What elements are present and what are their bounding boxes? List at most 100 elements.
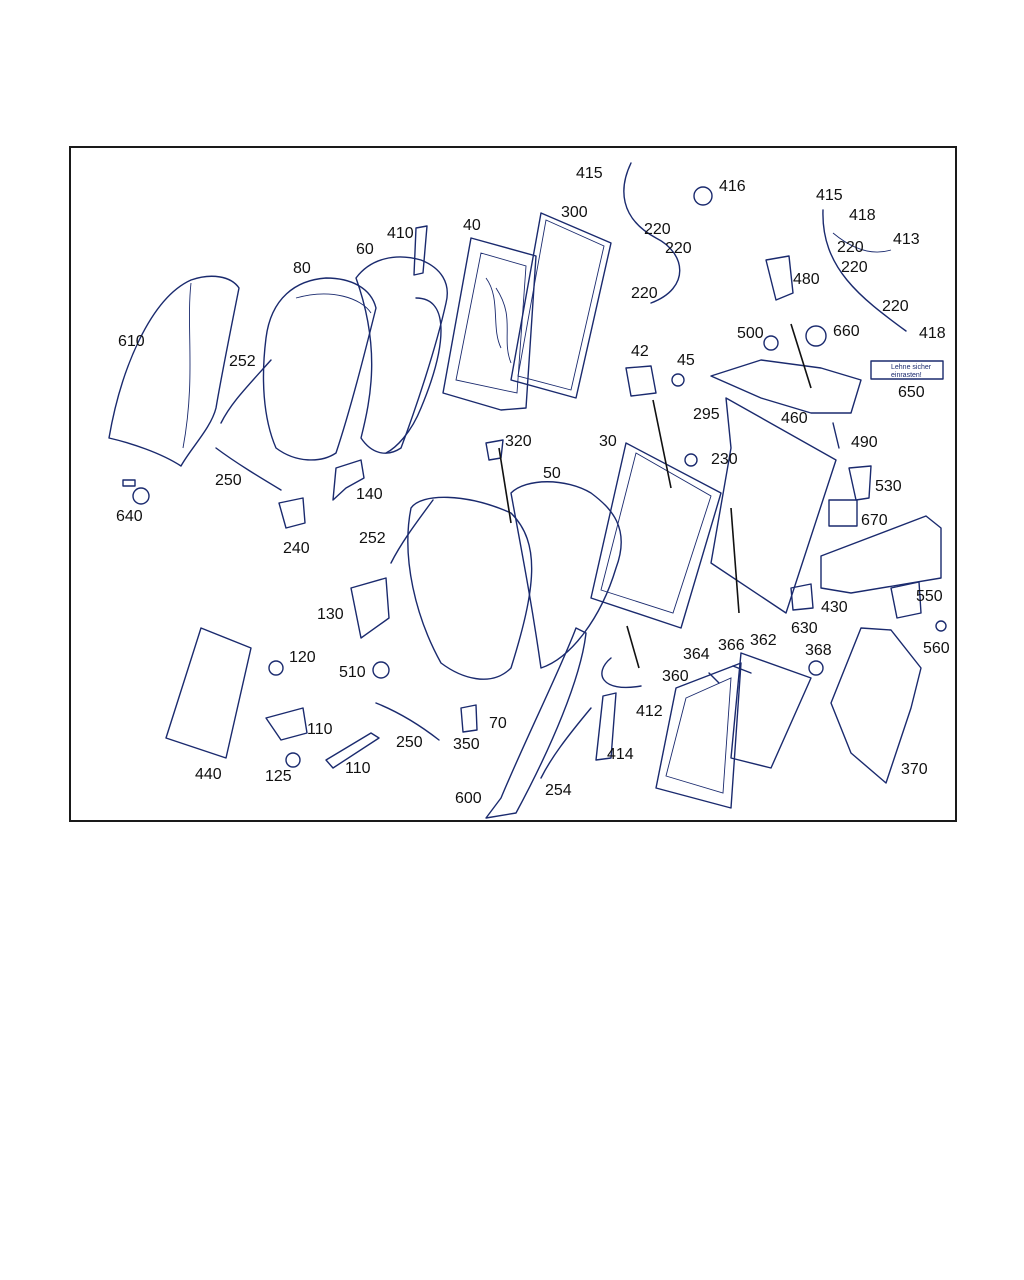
part-360-tray: [655, 662, 742, 809]
part-362-tray: [730, 652, 812, 769]
part-350-clip: [460, 704, 478, 733]
callout-440: 440: [195, 766, 222, 783]
callout-490: 490: [851, 434, 878, 451]
part-650-warning-label: [870, 360, 944, 380]
part-60-padding: [355, 256, 448, 454]
callout-414: 414: [607, 746, 634, 763]
callout-610: 610: [118, 333, 145, 350]
part-440-panel: [165, 627, 252, 759]
callout-415: 415: [576, 165, 603, 182]
part-510-nut: [372, 661, 390, 679]
part-366-insert: [732, 665, 752, 674]
callout-220: 220: [841, 259, 868, 276]
part-370-cover: [830, 627, 922, 784]
part-430-housing: [820, 515, 942, 594]
callout-220: 220: [837, 239, 864, 256]
callout-110: 110: [345, 760, 371, 777]
part-110-hinge-a: [265, 707, 308, 741]
callout-130: 130: [317, 606, 344, 623]
part-670-pad: [828, 499, 858, 527]
callout-660: 660: [833, 323, 860, 340]
callout-350: 350: [453, 736, 480, 753]
part-140-bracket: [332, 459, 365, 501]
part-240-clip: [278, 497, 306, 529]
part-630-clip: [790, 583, 814, 611]
callout-220: 220: [644, 221, 671, 238]
part-45-screw: [671, 373, 685, 387]
callout-42: 42: [631, 343, 649, 360]
callout-320: 320: [505, 433, 532, 450]
callout-500: 500: [737, 325, 764, 342]
part-50-seatback: [510, 481, 622, 669]
callout-480: 480: [793, 271, 820, 288]
part-252-wire-upper: [220, 359, 272, 424]
callout-670: 670: [861, 512, 888, 529]
part-110-hinge-b: [325, 732, 380, 769]
part-250-wire-upper: [215, 447, 282, 491]
callout-252: 252: [229, 353, 256, 370]
warning-label-line1: Lehne sicher: [891, 364, 932, 371]
callout-410: 410: [387, 225, 414, 242]
part-42-latch: [625, 365, 657, 397]
part-254-wire: [540, 707, 592, 779]
callout-630: 630: [791, 620, 818, 637]
callout-368: 368: [805, 642, 832, 659]
part-70-cushion: [407, 496, 533, 680]
part-250-wire-lower: [375, 702, 440, 741]
part-413-cable: [822, 209, 907, 332]
callout-370: 370: [901, 761, 928, 778]
callout-50: 50: [543, 465, 561, 482]
callout-120: 120: [289, 649, 316, 666]
part-364-insert: [708, 672, 720, 684]
callout-40: 40: [463, 217, 481, 234]
callout-412: 412: [636, 703, 663, 720]
exploded-seat-diagram: Lehne sicher einrasten!: [108, 162, 950, 819]
part-40-frame: [442, 237, 537, 411]
callout-140: 140: [356, 486, 383, 503]
callout-252: 252: [359, 530, 386, 547]
callout-550: 550: [916, 588, 943, 605]
callout-250: 250: [396, 734, 423, 751]
callout-460: 460: [781, 410, 808, 427]
part-125-bolt: [285, 752, 301, 768]
callout-360: 360: [662, 668, 689, 685]
part-640-bolt: [122, 479, 150, 505]
callout-364: 364: [683, 646, 710, 663]
callout-640: 640: [116, 508, 143, 525]
callout-530: 530: [875, 478, 902, 495]
callout-418: 418: [919, 325, 946, 342]
part-414-bracket: [595, 692, 617, 761]
callout-30: 30: [599, 433, 617, 450]
callout-650: 650: [898, 384, 925, 401]
part-480-clip: [765, 255, 794, 301]
part-530-clip: [848, 465, 872, 501]
part-600-trim: [485, 627, 587, 819]
part-415-cable: [623, 162, 681, 304]
callout-80: 80: [293, 260, 311, 277]
callout-254: 254: [545, 782, 572, 799]
callout-295: 295: [693, 406, 720, 423]
callout-510: 510: [339, 664, 366, 681]
callout-240: 240: [283, 540, 310, 557]
callout-413: 413: [893, 231, 920, 248]
part-550-bracket: [890, 581, 922, 619]
part-80-cushion: [262, 277, 377, 461]
warning-label-line2: einrasten!: [891, 372, 922, 379]
callout-125: 125: [265, 768, 292, 785]
callout-230: 230: [711, 451, 738, 468]
part-460-latch: [710, 359, 862, 414]
callout-362: 362: [750, 632, 777, 649]
callout-366: 366: [718, 637, 745, 654]
callout-60: 60: [356, 241, 374, 258]
part-560-screw: [935, 620, 947, 632]
callout-560: 560: [923, 640, 950, 657]
callout-70: 70: [489, 715, 507, 732]
callout-430: 430: [821, 599, 848, 616]
callout-418: 418: [849, 207, 876, 224]
callout-415: 415: [816, 187, 843, 204]
callout-300: 300: [561, 204, 588, 221]
part-410-fastener: [413, 225, 428, 276]
part-130-hinge: [350, 577, 390, 639]
part-490-stud: [832, 422, 840, 449]
part-295-panel: [710, 397, 837, 614]
